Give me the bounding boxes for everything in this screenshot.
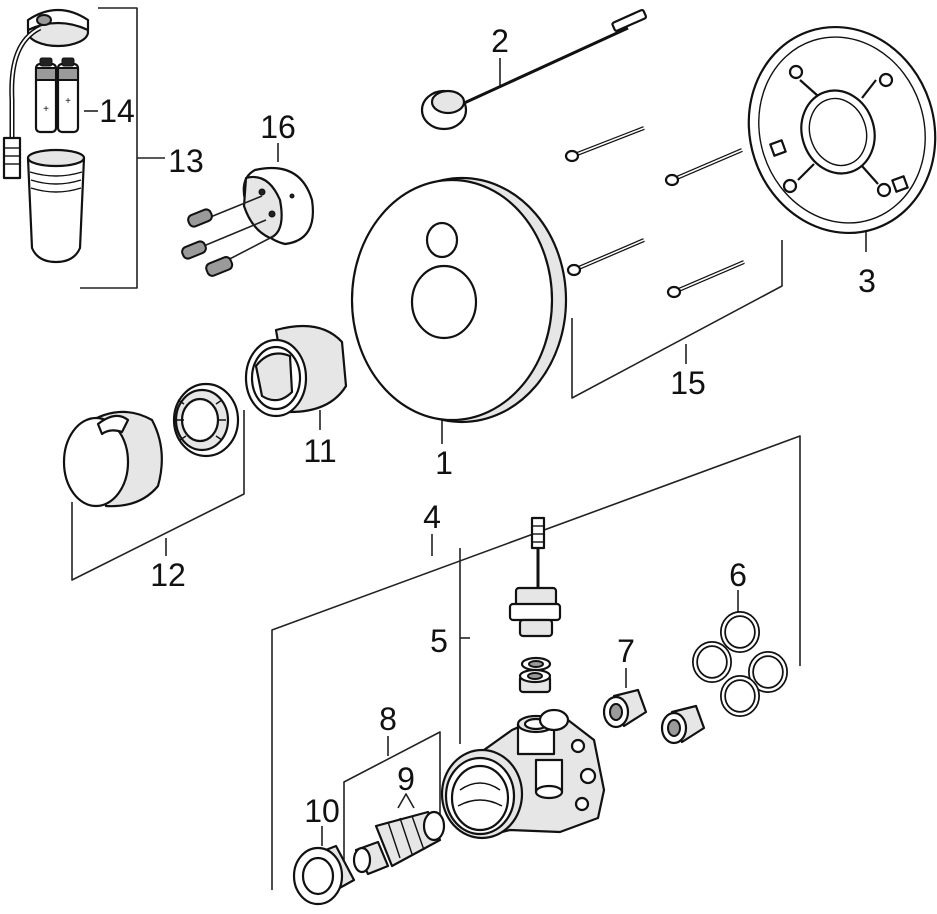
part-13-battery-unit: + + — [2, 7, 165, 289]
label-8: 8 — [379, 701, 397, 737]
part-12-knob-set — [62, 382, 245, 581]
plate-button-hole — [425, 221, 459, 259]
leader-9 — [397, 793, 415, 809]
label-7: 7 — [617, 633, 635, 669]
part-16-electronics-module — [181, 143, 314, 277]
label-6: 6 — [729, 557, 747, 593]
part-5-sensor-plug — [508, 516, 562, 694]
bracket-8 — [343, 731, 441, 866]
label-2: 2 — [491, 23, 509, 59]
screw-4 — [666, 260, 745, 299]
part-1-cover-plate — [350, 176, 568, 444]
number-labels: 2 3 16 14 13 15 1 11 12 4 6 5 7 8 9 10 — [99, 23, 876, 829]
screw-2 — [664, 148, 743, 187]
label-12: 12 — [150, 557, 186, 593]
sensor-plug-cap — [530, 516, 546, 550]
label-1: 1 — [435, 445, 453, 481]
module-connector-1 — [187, 208, 213, 228]
battery-cartridge — [26, 156, 86, 264]
label-5: 5 — [430, 623, 448, 659]
label-10: 10 — [304, 793, 340, 829]
part-15-screws — [564, 126, 783, 399]
svg-text:+: + — [65, 96, 71, 107]
label-4: 4 — [423, 499, 441, 535]
module-connector-3 — [205, 256, 234, 277]
part-3-mounting-frame — [747, 25, 937, 252]
sensor-plug-flange — [508, 602, 562, 622]
bracket-15 — [571, 240, 783, 399]
label-14: 14 — [99, 93, 135, 129]
frame-inner-ring — [800, 89, 876, 175]
part-2-push-button — [420, 8, 648, 131]
label-9: 9 — [397, 761, 415, 797]
sensor-cap-plug — [36, 14, 52, 26]
screw-1 — [564, 126, 645, 163]
part-9-cartridge — [352, 810, 446, 876]
part-4-valve-assembly — [271, 435, 801, 906]
part-7-check-valve-2 — [660, 704, 706, 745]
part-11-sleeve — [244, 324, 348, 430]
module-board — [242, 175, 283, 240]
button-face — [430, 89, 466, 115]
label-3: 3 — [858, 263, 876, 299]
module-connector-2 — [181, 240, 207, 260]
plate-knob-hole — [410, 264, 478, 340]
part-10-nut — [292, 844, 356, 906]
svg-text:+: + — [43, 104, 49, 115]
cable-connector — [2, 136, 22, 180]
screw-3 — [566, 238, 645, 277]
label-13: 13 — [168, 143, 204, 179]
cartridge-rim — [26, 148, 86, 168]
label-11: 11 — [303, 433, 336, 469]
part-6-o-rings — [692, 611, 788, 717]
sensor-cable-core — [10, 27, 41, 140]
label-15: 15 — [670, 365, 706, 401]
knob-face — [62, 416, 130, 508]
part-7-check-valve-1 — [602, 688, 648, 729]
knob-notch — [96, 414, 130, 436]
button-cable-end — [611, 8, 648, 32]
label-16: 16 — [260, 109, 296, 145]
bracket-12 — [71, 410, 245, 581]
bracket-13 — [80, 7, 138, 289]
